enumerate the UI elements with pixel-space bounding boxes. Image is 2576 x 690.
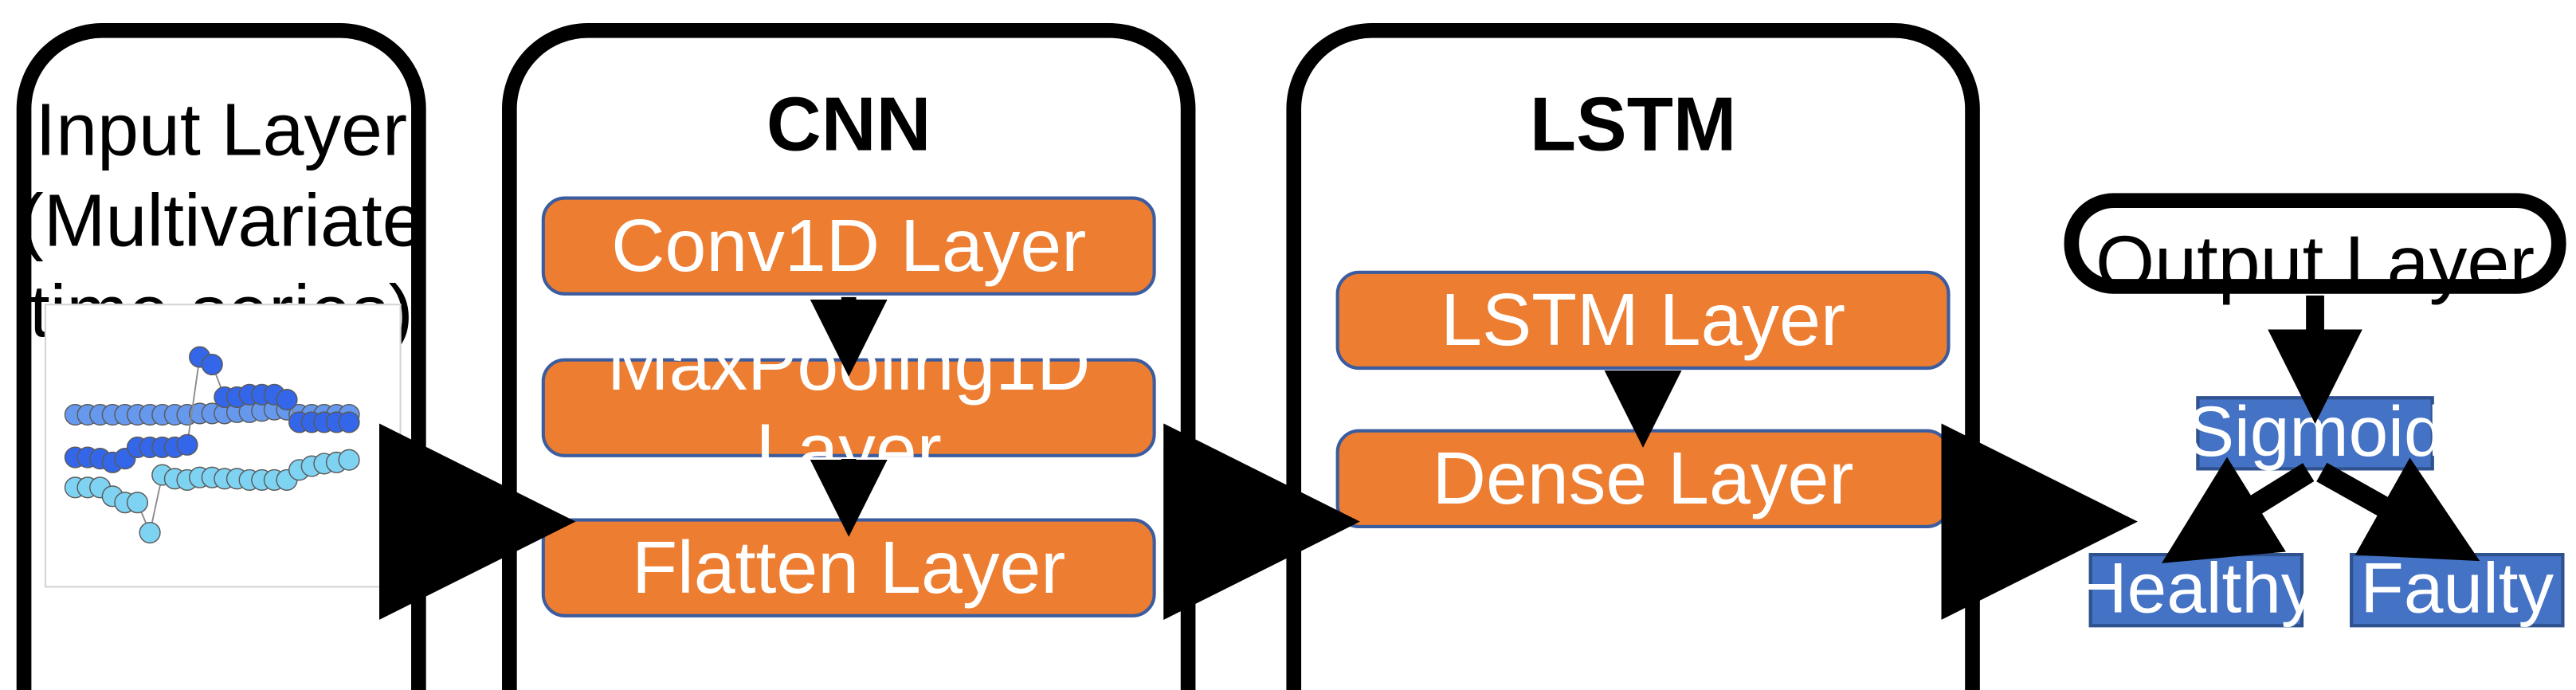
data-point xyxy=(176,433,198,456)
time-series-preview-svg xyxy=(64,346,360,544)
series-channel-3 xyxy=(64,449,360,544)
data-point xyxy=(276,389,298,411)
layer-chip-flatten[interactable]: Flatten Layer xyxy=(541,518,1156,617)
arrow-sigmoid-to-healthy xyxy=(2161,457,2315,563)
output-layer-box xyxy=(2064,193,2566,294)
data-point xyxy=(126,492,149,514)
data-point xyxy=(338,411,360,433)
class-chip-faulty[interactable]: Faulty xyxy=(2350,550,2565,629)
output-layer-title: Output Layer xyxy=(2095,219,2535,306)
series-channel-2 xyxy=(64,346,360,473)
layer-chip-lstm[interactable]: LSTM Layer xyxy=(1335,270,1951,370)
time-series-preview-plot xyxy=(44,304,402,588)
data-point xyxy=(338,449,360,471)
input-caption-line-2: (Multivariate xyxy=(18,178,424,263)
sigmoid-chip[interactable]: Sigmoid xyxy=(2186,393,2444,472)
lstm-group-title: LSTM xyxy=(1529,80,1737,167)
input-caption-line-1: Input Layer xyxy=(35,87,408,172)
layer-chip-conv1d[interactable]: Conv1D Layer xyxy=(541,196,1156,296)
layer-chip-maxpooling1d[interactable]: MaxPooling1D Layer xyxy=(541,322,1156,492)
cnn-group-title: CNN xyxy=(766,80,931,167)
layer-chip-dense[interactable]: Dense Layer xyxy=(1335,429,1951,528)
data-point xyxy=(139,521,161,544)
arrow-sigmoid-to-faulty xyxy=(2316,457,2480,562)
class-chip-healthy[interactable]: Healthy xyxy=(2076,549,2317,629)
data-point xyxy=(201,353,223,376)
